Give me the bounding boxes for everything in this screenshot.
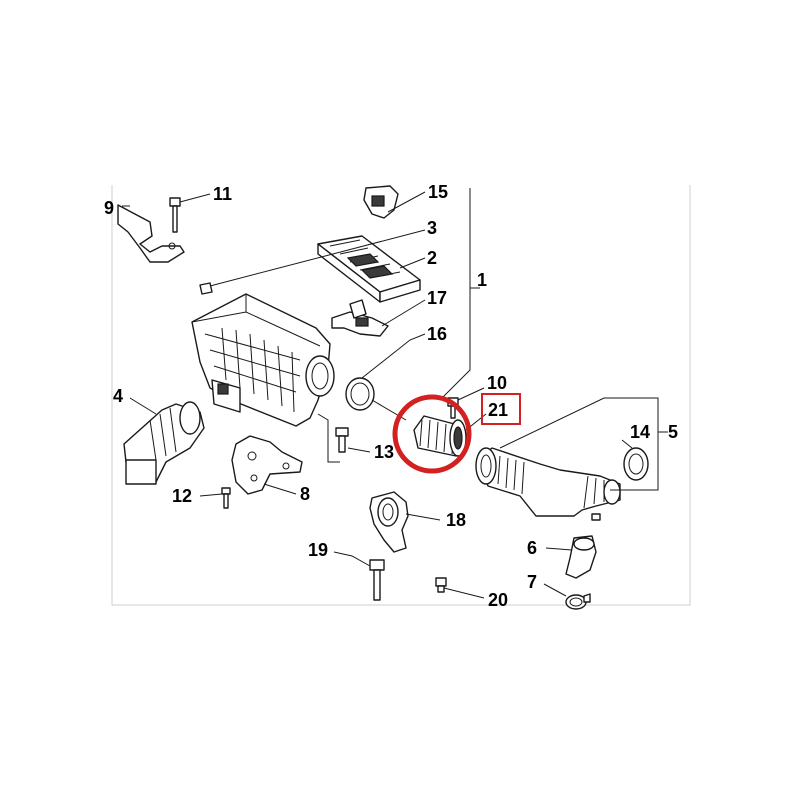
part-3-nut <box>199 282 213 295</box>
callout-11: 11 <box>213 184 232 204</box>
leader-13 <box>347 447 371 453</box>
callout-20: 20 <box>488 590 508 610</box>
callout-5: 5 <box>668 422 678 442</box>
leader-13-bracket <box>317 413 340 463</box>
callout-18: 18 <box>446 510 466 530</box>
part-21-bellows <box>413 415 467 457</box>
leader-20 <box>443 587 485 599</box>
callout-10: 10 <box>487 373 507 393</box>
leader-1 <box>439 188 471 401</box>
callout-12: 12 <box>172 486 192 506</box>
part-1-airbox <box>191 293 335 427</box>
part-9-bracket <box>117 204 185 263</box>
leader-14 <box>621 439 633 449</box>
part-5-hose <box>475 447 621 521</box>
leader-17 <box>381 299 426 327</box>
part-14-ring <box>623 447 649 481</box>
callout-8: 8 <box>300 484 310 504</box>
callout-13: 13 <box>374 442 394 462</box>
callout-21: 21 <box>488 400 508 420</box>
leader-7 <box>543 583 567 597</box>
callout-2: 2 <box>427 248 437 268</box>
part-8-bracket <box>231 435 303 495</box>
callout-15: 15 <box>428 182 448 202</box>
callout-19: 19 <box>308 540 328 560</box>
leader-11 <box>179 193 211 203</box>
part-15-clip <box>363 185 399 219</box>
highlight-box-21 <box>481 393 521 425</box>
part-12-bolt <box>221 487 231 509</box>
part-18-support <box>369 491 409 553</box>
leader-3 <box>209 229 426 287</box>
part-6-pipe <box>565 535 597 579</box>
leader-6 <box>545 547 573 551</box>
leader-12 <box>199 493 223 497</box>
callout-16: 16 <box>427 324 447 344</box>
leader-10 <box>457 387 485 401</box>
leader-18 <box>405 513 441 521</box>
leader-15 <box>387 191 426 213</box>
callout-7: 7 <box>527 572 537 592</box>
part-20-nut <box>435 577 447 593</box>
callout-6: 6 <box>527 538 537 558</box>
drawing-frame <box>111 185 691 606</box>
part-13-bolt <box>335 427 349 453</box>
part-4-elbow <box>123 401 205 485</box>
leader-19 <box>333 551 371 567</box>
leader-5-bracket <box>499 397 659 491</box>
part-17-sensor <box>331 299 389 337</box>
callout-9: 9 <box>104 198 114 218</box>
callout-3: 3 <box>427 218 437 238</box>
part-7-clamp <box>565 593 591 610</box>
highlight-circle <box>392 394 472 474</box>
leader-2 <box>399 257 426 269</box>
callout-4: 4 <box>113 386 123 406</box>
part-11-bolt <box>169 197 181 233</box>
callout-1: 1 <box>477 270 487 290</box>
part-2-filter <box>317 235 421 303</box>
leader-16 <box>361 333 426 379</box>
part-16-oring <box>345 377 375 411</box>
callout-14: 14 <box>630 422 650 442</box>
leader-4 <box>129 397 157 415</box>
part-19-bolt <box>369 559 385 601</box>
leader-8 <box>263 483 297 495</box>
callout-17: 17 <box>427 288 447 308</box>
